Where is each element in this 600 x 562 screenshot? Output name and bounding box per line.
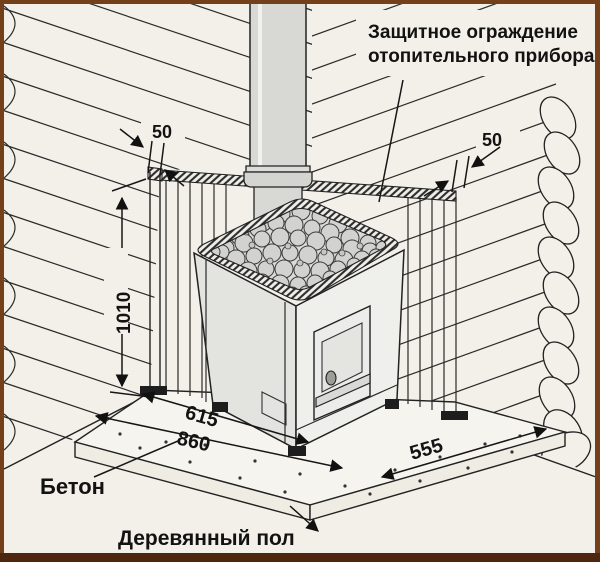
right-log-ends [537, 96, 592, 473]
concrete-label-text: Бетон [40, 474, 105, 499]
stove-foot-front [288, 446, 306, 456]
stove-door [313, 304, 371, 422]
wooden-floor-label-text: Деревянный пол [118, 527, 295, 550]
dim-left-gap-value: 50 [152, 122, 172, 142]
door-handle [325, 370, 337, 386]
stove-rim-vents [197, 198, 399, 301]
dimension-left-gap: 50 [119, 112, 185, 187]
stove [193, 183, 405, 456]
left-log-ends [4, 5, 16, 451]
guard-label-line2: отопительного прибора [368, 46, 595, 67]
dim-screen-height-value: 1010 [114, 292, 135, 334]
screen-foot-right [441, 411, 468, 420]
left-wall-floor-edge [3, 392, 153, 470]
chimney [243, 1, 313, 188]
chimney-collar [245, 165, 311, 173]
screen-foot-left [140, 386, 167, 395]
stove-foot-right [385, 399, 399, 409]
dimension-right-gap: 50 [423, 120, 520, 197]
guard-label-line1: Защитное ограждение [368, 22, 578, 43]
concrete-label: Бетон [40, 440, 179, 499]
screen-left-edge [147, 166, 163, 391]
guard-label: Защитное ограждение отопительного прибор… [356, 10, 596, 203]
wooden-floor-label: Деревянный пол [118, 505, 319, 550]
dim-right-gap-value: 50 [482, 130, 502, 150]
door-handle-rail [315, 373, 371, 408]
dimension-screen-height: 1010 [104, 178, 151, 398]
